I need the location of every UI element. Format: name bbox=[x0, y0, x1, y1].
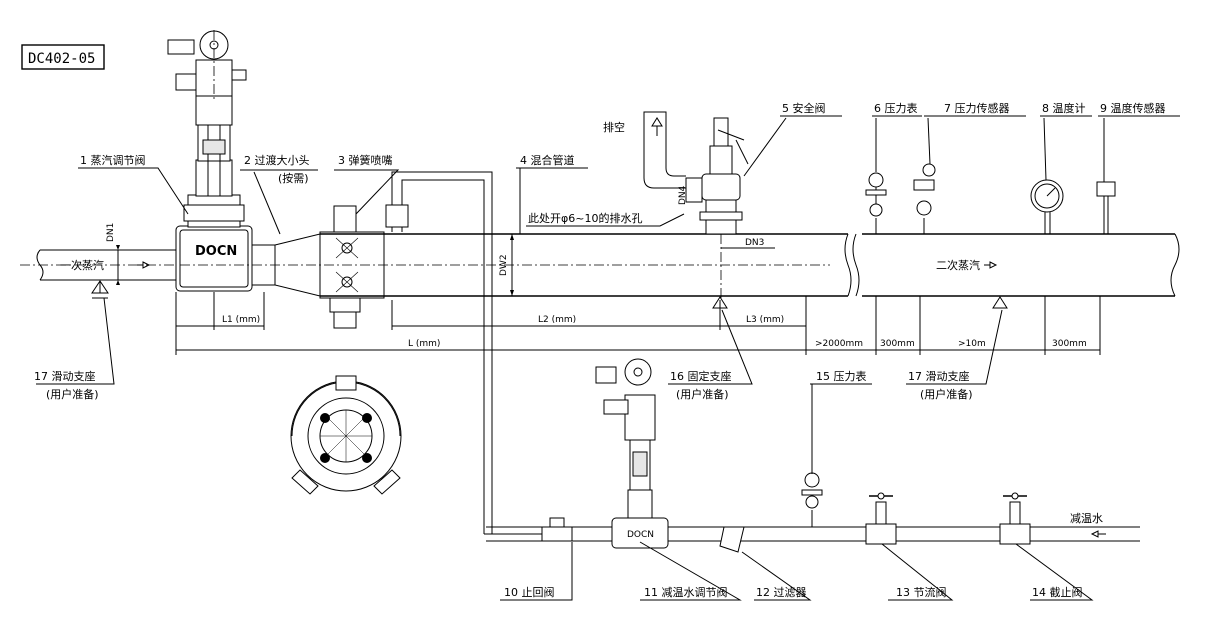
flow-arrow-icon bbox=[984, 261, 998, 269]
callouts: 1 蒸汽调节阀 2 过渡大小头 (按需) 3 弹簧喷嘴 4 混合管道 此处开φ6… bbox=[34, 101, 1166, 599]
dim-l2: L2 (mm) bbox=[538, 315, 576, 325]
steam-control-valve: DOCN bbox=[167, 30, 253, 292]
dn3-label: DN3 bbox=[745, 238, 764, 248]
flow-arrow-icon bbox=[137, 261, 151, 269]
callout-15: 15 压力表 bbox=[816, 369, 867, 383]
callout-17a-note: (用户准备) bbox=[46, 387, 99, 401]
safety-valve: 排空 DN4 DN3 bbox=[603, 111, 775, 300]
callout-16-note: (用户准备) bbox=[676, 387, 729, 401]
dim-l1: L1 (mm) bbox=[222, 315, 260, 325]
throttle-valve-icon bbox=[865, 523, 897, 545]
callout-4: 4 混合管道 bbox=[520, 153, 575, 167]
callout-5: 5 安全阀 bbox=[782, 101, 826, 115]
callout-1: 1 蒸汽调节阀 bbox=[80, 153, 146, 167]
dim-l: L (mm) bbox=[408, 339, 440, 349]
callout-10: 10 止回阀 bbox=[504, 585, 555, 599]
nozzle-end-view bbox=[290, 375, 402, 495]
sliding-support-icon bbox=[992, 296, 1008, 309]
callout-2-note: (按需) bbox=[278, 171, 309, 185]
pressure-gauge-icon bbox=[869, 203, 883, 217]
brand-mark: DOCN bbox=[195, 244, 237, 259]
callout-16: 16 固定支座 bbox=[670, 369, 732, 383]
brand-mark-small: DOCN bbox=[627, 530, 654, 540]
pressure-sensor-icon bbox=[916, 200, 932, 216]
water-flow-arrow-icon bbox=[1090, 530, 1106, 538]
callout-13: 13 节流阀 bbox=[896, 585, 947, 599]
instruments bbox=[865, 163, 1116, 234]
dim-2000: >2000mm bbox=[815, 339, 863, 349]
callout-12: 12 过滤器 bbox=[756, 586, 807, 599]
primary-steam-inlet: 一次蒸汽 DN1 bbox=[20, 223, 180, 299]
dim-300a: 300mm bbox=[880, 339, 915, 349]
drawing-id: DC402-05 bbox=[28, 51, 95, 67]
callout-8: 8 温度计 bbox=[1042, 101, 1086, 115]
temperature-sensor-icon bbox=[1096, 181, 1116, 197]
vent-arrow-icon bbox=[651, 117, 663, 136]
pressure-gauge-icon bbox=[805, 495, 819, 509]
dn4-label: DN4 bbox=[678, 185, 688, 205]
dn1-label: DN1 bbox=[106, 223, 116, 242]
cooling-water-line: 减温水 DOCN bbox=[486, 358, 1140, 553]
mixing-pipeline: DW2 二次蒸汽 bbox=[180, 171, 1180, 535]
callout-17a: 17 滑动支座 bbox=[34, 369, 96, 383]
callout-17b: 17 滑动支座 bbox=[908, 369, 970, 383]
check-valve-icon bbox=[541, 526, 573, 542]
callout-3: 3 弹簧喷嘴 bbox=[338, 153, 393, 167]
callout-9: 9 温度传感器 bbox=[1100, 101, 1166, 115]
dim-300b: 300mm bbox=[1052, 339, 1087, 349]
callout-6: 6 压力表 bbox=[874, 101, 918, 115]
callout-14: 14 截止阀 bbox=[1032, 585, 1083, 599]
dn2-label: DW2 bbox=[499, 254, 509, 276]
secondary-steam-label: 二次蒸汽 bbox=[936, 258, 980, 272]
primary-steam-label: 一次蒸汽 bbox=[60, 258, 104, 272]
dim-10m: >10m bbox=[958, 339, 986, 349]
dimensions: L1 (mm) L2 (mm) L3 (mm) L (mm) >2000mm 3… bbox=[175, 292, 1101, 355]
vent-label: 排空 bbox=[603, 120, 625, 134]
cooling-water-label: 减温水 bbox=[1070, 512, 1103, 525]
drawing-id-box: DC402-05 bbox=[21, 44, 105, 70]
callout-2: 2 过渡大小头 bbox=[244, 153, 310, 167]
callout-17b-note: (用户准备) bbox=[920, 387, 973, 401]
filter-icon bbox=[719, 526, 745, 553]
dim-l3: L3 (mm) bbox=[746, 315, 784, 325]
drain-note: 此处开φ6~10的排水孔 bbox=[528, 211, 642, 225]
callout-7: 7 压力传感器 bbox=[944, 102, 1010, 115]
leader-lines bbox=[36, 115, 1180, 601]
callout-11: 11 减温水调节阀 bbox=[644, 585, 728, 599]
globe-valve-icon bbox=[999, 523, 1031, 545]
